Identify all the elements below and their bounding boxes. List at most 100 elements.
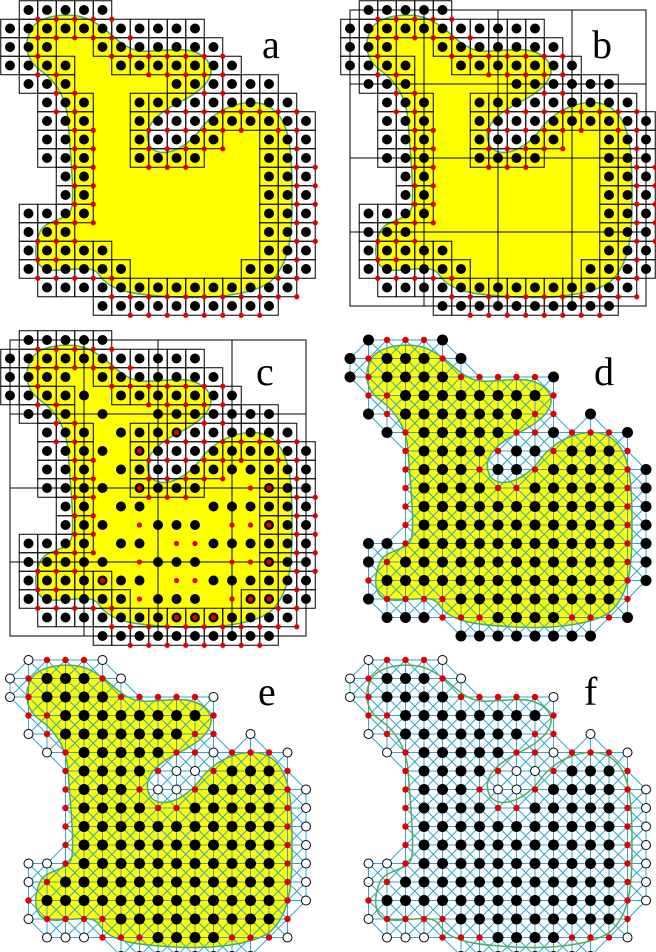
node-outer — [227, 428, 237, 438]
node-outer — [190, 354, 200, 364]
node-outer — [135, 465, 145, 475]
node-outer — [5, 61, 15, 71]
panel-label-b: b — [592, 22, 612, 67]
node-outer — [98, 42, 108, 52]
interior-node — [585, 858, 596, 869]
node-outer — [98, 613, 108, 623]
node-center — [634, 239, 639, 244]
node-outer — [24, 409, 34, 419]
exterior-node — [154, 785, 163, 794]
node-outer — [283, 557, 293, 567]
node-center — [54, 347, 59, 352]
node-outer — [623, 190, 633, 200]
boundary-node — [284, 842, 290, 848]
node-outer — [61, 391, 71, 401]
interior-node — [400, 877, 411, 888]
interior-node — [567, 483, 578, 494]
node-center — [220, 146, 225, 151]
node-outer — [567, 283, 577, 293]
node-outer — [493, 116, 503, 126]
boundary-node — [495, 694, 501, 700]
node-outer — [512, 24, 522, 34]
interior-node — [153, 877, 164, 888]
node-outer — [61, 354, 71, 364]
boundary-node — [624, 879, 630, 885]
interior-node — [604, 446, 615, 457]
interior-node — [116, 858, 127, 869]
interior-node — [134, 858, 145, 869]
node-center — [54, 17, 59, 22]
node-outer — [153, 24, 163, 34]
node-interior — [116, 576, 126, 586]
node-outer — [209, 631, 219, 641]
interior-node — [604, 895, 615, 906]
panel-label-d: d — [594, 349, 614, 394]
interior-node — [511, 557, 522, 568]
node-center — [220, 384, 225, 389]
node-center — [165, 109, 170, 114]
node-outer — [61, 594, 71, 604]
node-center — [220, 476, 225, 481]
node-outer — [153, 354, 163, 364]
node-interior-center — [266, 596, 271, 601]
interior-node — [456, 575, 467, 586]
node-outer — [79, 446, 89, 456]
node-outer — [364, 24, 374, 34]
boundary-node — [284, 823, 290, 829]
node-interior-center — [248, 559, 253, 564]
exterior-node — [364, 859, 373, 868]
interior-node — [567, 840, 578, 851]
node-center — [165, 495, 170, 500]
boundary-node — [284, 805, 290, 811]
node-outer — [172, 465, 182, 475]
node-outer — [493, 301, 503, 311]
interior-node — [400, 710, 411, 721]
node-outer — [79, 283, 89, 293]
interior-node — [511, 914, 522, 925]
interior-node — [548, 803, 559, 814]
interior-node — [116, 895, 127, 906]
node-outer — [301, 446, 311, 456]
node-outer — [190, 301, 200, 311]
node-center — [183, 495, 188, 500]
panel-label-e: e — [258, 669, 276, 714]
exterior-node — [172, 785, 181, 794]
node-center — [597, 313, 602, 318]
interior-node — [153, 858, 164, 869]
interior-node — [641, 464, 652, 475]
interior-node — [548, 483, 559, 494]
interior-node — [474, 710, 485, 721]
interior-node — [400, 612, 411, 623]
node-center — [202, 313, 207, 318]
node-outer — [190, 446, 200, 456]
interior-node — [227, 858, 238, 869]
panel-label-c: c — [256, 349, 274, 394]
node-outer — [190, 483, 200, 493]
node-center — [183, 476, 188, 481]
node-center — [165, 439, 170, 444]
exterior-node — [43, 748, 52, 757]
node-outer — [283, 594, 293, 604]
interior-node — [79, 673, 90, 684]
interior-node — [548, 821, 559, 832]
interior-node — [585, 840, 596, 851]
node-outer — [135, 116, 145, 126]
node-outer — [382, 42, 392, 52]
node-outer — [264, 79, 274, 89]
interior-node — [134, 914, 145, 925]
interior-node — [585, 766, 596, 777]
interior-node — [456, 483, 467, 494]
interior-node — [382, 372, 393, 383]
interior-node — [437, 520, 448, 531]
boundary-node — [550, 731, 556, 737]
node-center — [146, 313, 151, 318]
node-outer — [301, 594, 311, 604]
node-outer — [190, 79, 200, 89]
node-interior-center — [229, 522, 234, 527]
interior-node — [190, 858, 201, 869]
interior-node — [345, 372, 356, 383]
node-outer — [283, 465, 293, 475]
interior-node — [208, 784, 219, 795]
node-interior-center — [229, 559, 234, 564]
node-center — [294, 550, 299, 555]
